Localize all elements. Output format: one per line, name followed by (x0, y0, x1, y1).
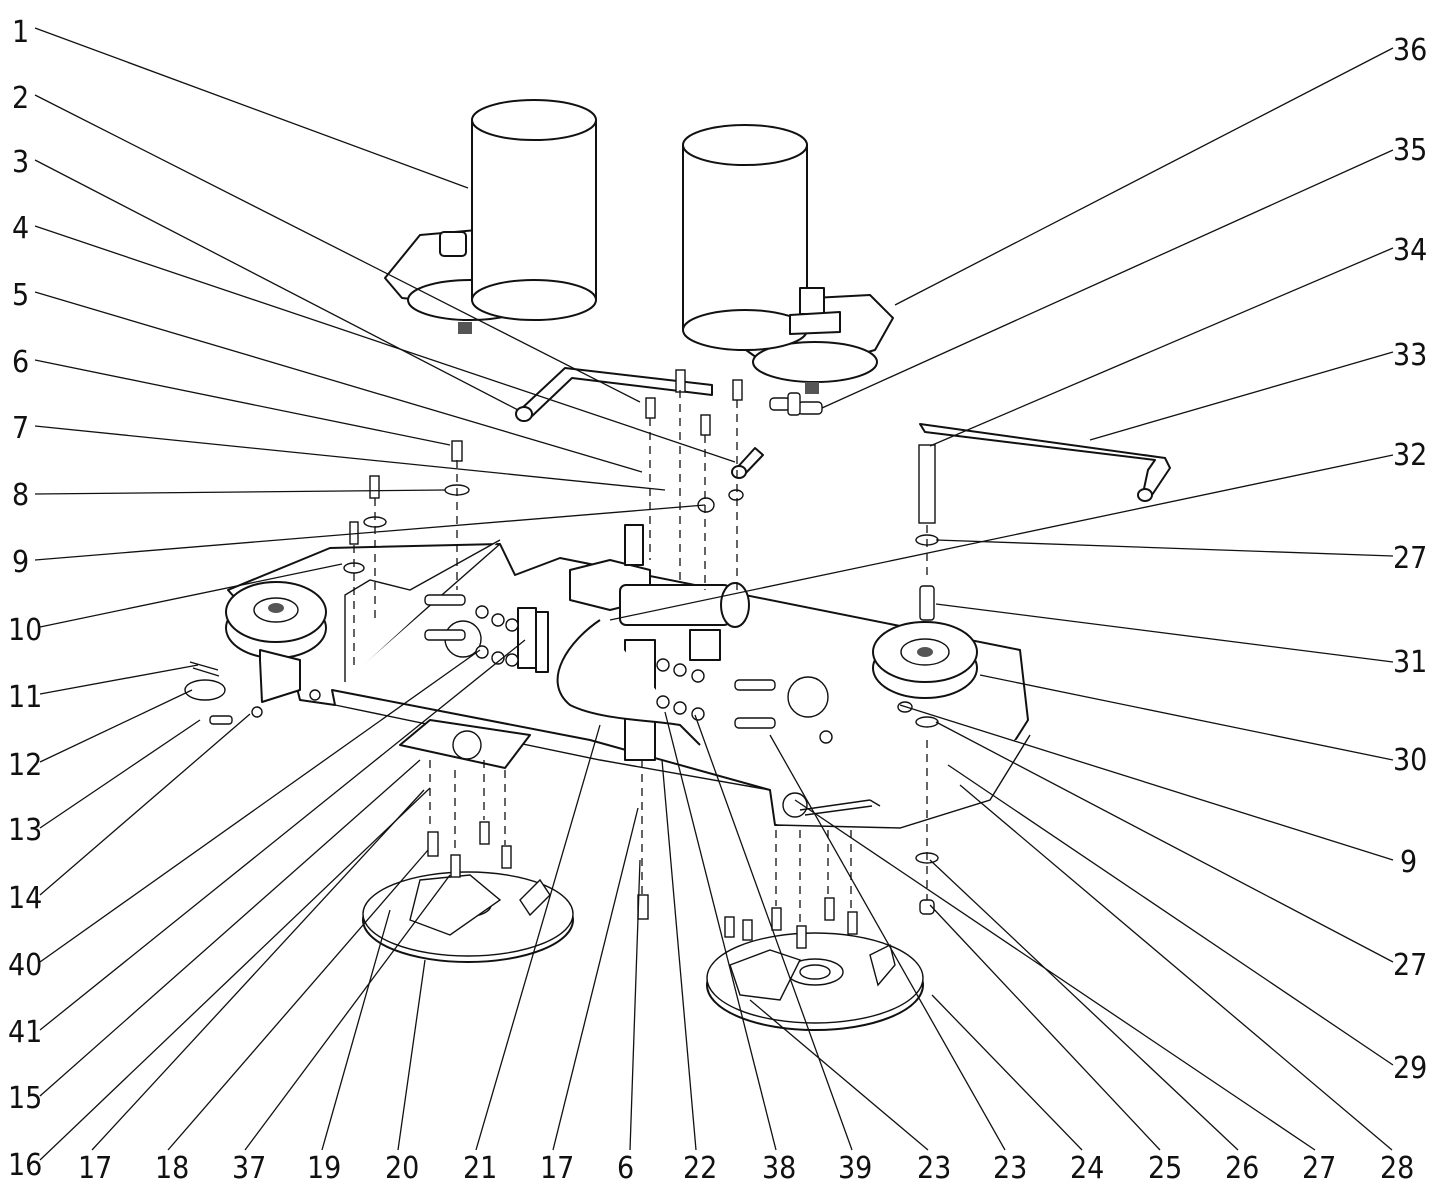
callout-label: 6 (12, 345, 29, 380)
callout-label: 3 (12, 145, 29, 180)
brush-disc-left (362, 871, 574, 963)
callout-label: 29 (1393, 1051, 1427, 1086)
callout-label: 23 (917, 1151, 951, 1184)
callout-label: 40 (8, 948, 42, 983)
callouts-bottom: 17 18 37 19 20 21 17 6 22 38 39 23 23 24… (78, 1151, 1414, 1184)
callout-label: 28 (1380, 1151, 1414, 1184)
callout-label: 31 (1393, 645, 1427, 680)
callout-label: 16 (8, 1148, 42, 1183)
leader-lines (34, 27, 1394, 1161)
deck-bolts-right (656, 658, 776, 729)
callout-label: 14 (8, 881, 42, 916)
callout-label: 39 (838, 1151, 872, 1184)
small-parts-left (184, 661, 321, 725)
callout-label: 36 (1393, 33, 1427, 68)
callouts-left: 1 2 3 4 5 6 7 8 9 10 11 12 13 14 40 41 1… (8, 15, 42, 1183)
callout-label: 8 (12, 478, 29, 513)
callout-label: 26 (1225, 1151, 1259, 1184)
wheel-left (225, 581, 327, 703)
callout-label: 27 (1393, 541, 1427, 576)
screw-hardware-bottom (427, 821, 858, 949)
callout-label: 37 (232, 1151, 266, 1184)
hose-fittings (769, 392, 823, 416)
callout-label: 34 (1393, 233, 1427, 268)
callout-label: 1 (12, 15, 29, 50)
callout-label: 24 (1070, 1151, 1104, 1184)
callout-label: 17 (540, 1151, 574, 1184)
hose (556, 619, 701, 746)
callout-label: 19 (307, 1151, 341, 1184)
motor-right (682, 124, 894, 394)
callout-label: 10 (8, 613, 42, 648)
callout-label: 18 (155, 1151, 189, 1184)
callout-label: 12 (8, 748, 42, 783)
pump-valve (569, 524, 750, 761)
callouts-right: 36 35 34 33 32 27 31 30 9 27 29 (1393, 33, 1427, 1086)
callout-label: 4 (12, 211, 29, 246)
callout-label: 9 (1400, 845, 1417, 880)
callout-label: 22 (683, 1151, 717, 1184)
callout-label: 9 (12, 545, 29, 580)
callout-label: 2 (12, 81, 29, 116)
callout-label: 35 (1393, 133, 1427, 168)
callout-label: 38 (762, 1151, 796, 1184)
callout-label: 41 (8, 1015, 42, 1050)
callout-label: 15 (8, 1081, 42, 1116)
deck-bolts-left (424, 594, 519, 667)
callout-label: 25 (1148, 1151, 1182, 1184)
bracket-clamp (517, 607, 549, 673)
callout-label: 17 (78, 1151, 112, 1184)
callout-label: 27 (1302, 1151, 1336, 1184)
brush-disc-right (706, 932, 924, 1031)
wheel-right (872, 621, 978, 699)
callout-label: 21 (463, 1151, 497, 1184)
assembly-axes (353, 390, 928, 925)
callout-label: 23 (993, 1151, 1027, 1184)
callout-label: 13 (8, 813, 42, 848)
callout-label: 6 (617, 1151, 634, 1184)
callout-label: 20 (385, 1151, 419, 1184)
screw-hardware-top (343, 369, 744, 574)
callout-label: 5 (12, 278, 29, 313)
callout-label: 32 (1393, 438, 1427, 473)
handle-right (919, 423, 1171, 502)
callout-label: 30 (1393, 743, 1427, 778)
callout-label: 27 (1393, 948, 1427, 983)
assembly-drawing (184, 99, 1171, 1031)
callout-label: 33 (1393, 338, 1427, 373)
callout-label: 7 (12, 411, 29, 446)
handle-left (515, 367, 764, 479)
motor-left (384, 99, 597, 334)
callout-label: 11 (8, 680, 42, 715)
